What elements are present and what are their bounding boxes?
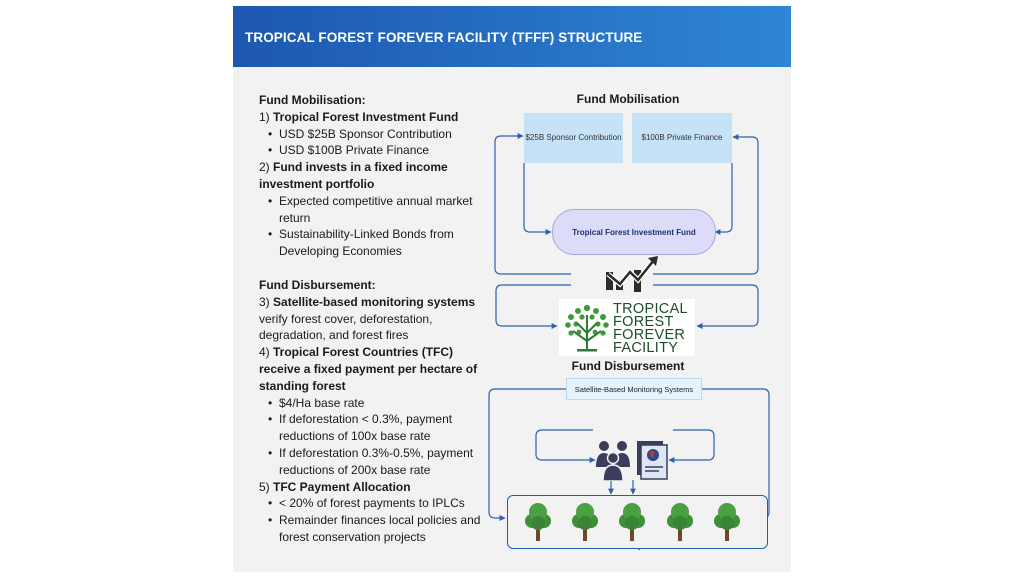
report-document-icon xyxy=(637,441,668,480)
header-banner: TROPICAL FOREST FOREVER FACILITY (TFFF) … xyxy=(233,6,791,67)
item-3-text: verify forest cover, deforestation, degr… xyxy=(259,311,433,343)
disbursement-heading: Fund Disbursement: xyxy=(259,277,376,292)
investment-fund-node: Tropical Forest Investment Fund xyxy=(552,209,716,255)
mobilisation-heading: Fund Mobilisation: xyxy=(259,93,366,107)
list-item: Expected competitive annual market retur… xyxy=(268,193,489,227)
satellite-monitoring-node: Satellite-Based Monitoring Systems xyxy=(566,378,702,400)
structure-diagram: Fund Mobilisation $25B Sponsor Contribut… xyxy=(233,6,791,572)
slide: TROPICAL FOREST FOREVER FACILITY (TFFF) … xyxy=(233,6,791,572)
forest-trees xyxy=(525,503,740,541)
item-5-list: < 20% of forest payments to IPLCs Remain… xyxy=(259,495,489,545)
item-1-title: Tropical Forest Investment Fund xyxy=(273,109,459,124)
tree-icon xyxy=(619,503,645,541)
tree-icon xyxy=(667,503,693,541)
item-2-list: Expected competitive annual market retur… xyxy=(259,193,489,260)
item-2-number: 2) xyxy=(259,160,274,175)
tree-logo-icon xyxy=(565,304,609,352)
item-4-number: 4) xyxy=(259,345,274,360)
logo-line: TROPICAL xyxy=(613,301,688,317)
people-group-icon xyxy=(596,441,630,481)
list-item: Remainder finances local policies and fo… xyxy=(268,512,489,546)
list-item: < 20% of forest payments to IPLCs xyxy=(268,495,489,512)
item-4: 4) Tropical Forest Countries (TFC) recei… xyxy=(259,344,489,394)
growth-chart-icon xyxy=(606,256,658,292)
list-item: Sustainability-Linked Bonds from Develop… xyxy=(268,226,489,260)
list-item: USD $100B Private Finance xyxy=(268,142,489,159)
list-item: USD $25B Sponsor Contribution xyxy=(268,126,489,143)
item-2: 2) Fund invests in a fixed income invest… xyxy=(259,159,489,193)
item-5-title: TFC Payment Allocation xyxy=(273,479,411,494)
item-1-number: 1) xyxy=(259,109,274,124)
item-3-title: Satellite-based monitoring systems xyxy=(273,294,476,309)
item-2-title: Fund invests in a fixed income investmen… xyxy=(259,160,448,191)
tree-icon xyxy=(572,503,598,541)
sponsor-contribution-box: $25B Sponsor Contribution xyxy=(524,113,623,163)
item-3-number: 3) xyxy=(259,294,274,309)
fund-disbursement-title: Fund Disbursement xyxy=(571,359,685,373)
page-title: TROPICAL FOREST FOREVER FACILITY (TFFF) … xyxy=(245,30,643,45)
item-4-title: Tropical Forest Countries (TFC) receive … xyxy=(259,345,478,393)
logo-wordmark: TROPICAL FOREST FOREVER FACILITY xyxy=(613,301,688,356)
item-1: 1) Tropical Forest Investment Fund xyxy=(259,109,489,126)
item-3: 3) Satellite-based monitoring systems ve… xyxy=(259,294,489,344)
text-column: Fund Mobilisation: 1) Tropical Forest In… xyxy=(259,92,489,546)
tree-icon xyxy=(525,503,551,541)
logo-line: FACILITY xyxy=(613,340,679,356)
tree-icon xyxy=(714,503,740,541)
forest-row xyxy=(507,495,768,549)
logo-line: FOREST xyxy=(613,314,674,330)
item-1-list: USD $25B Sponsor Contribution USD $100B … xyxy=(259,126,489,160)
tfff-logo: TROPICAL FOREST FOREVER FACILITY xyxy=(559,299,695,356)
item-5: 5) TFC Payment Allocation xyxy=(259,479,489,496)
list-item: $4/Ha base rate xyxy=(268,395,489,412)
item-5-number: 5) xyxy=(259,479,274,494)
connector-lines xyxy=(488,133,770,551)
list-item: If deforestation 0.3%-0.5%, payment redu… xyxy=(268,445,489,479)
list-item: If deforestation < 0.3%, payment reducti… xyxy=(268,411,489,445)
fund-mobilisation-title: Fund Mobilisation xyxy=(576,92,680,106)
private-finance-box: $100B Private Finance xyxy=(632,113,732,163)
item-4-list: $4/Ha base rate If deforestation < 0.3%,… xyxy=(259,395,489,479)
logo-line: FOREVER xyxy=(613,327,686,343)
